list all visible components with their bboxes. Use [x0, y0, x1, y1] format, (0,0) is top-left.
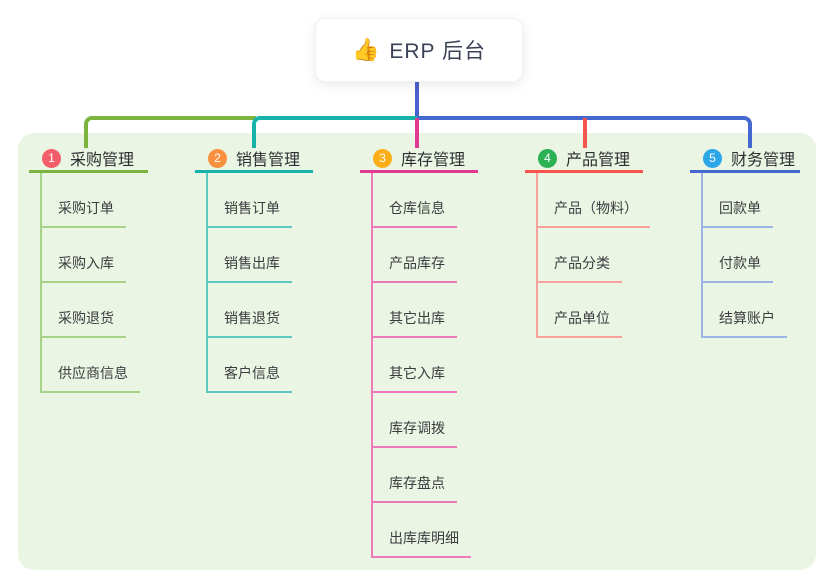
child-connector-line	[206, 173, 208, 393]
child-node-label[interactable]: 其它出库	[371, 308, 457, 338]
branch-children-1: 采购订单采购入库采购退货供应商信息	[40, 173, 140, 393]
child-node-row: 仓库信息	[371, 173, 471, 228]
root-stem-connector	[415, 82, 419, 120]
child-node-row: 供应商信息	[40, 338, 140, 393]
root-node-label: ERP 后台	[389, 40, 487, 63]
child-node-label[interactable]: 销售出库	[206, 253, 292, 283]
branch-number-badge: 2	[208, 148, 227, 168]
child-node-row: 其它出库	[371, 283, 471, 338]
child-node-label[interactable]: 销售订单	[206, 198, 292, 228]
connector-branch-4	[583, 118, 587, 148]
child-node-row: 销售订单	[206, 173, 292, 228]
child-node-label[interactable]: 采购退货	[40, 308, 126, 338]
child-connector-line	[371, 173, 373, 558]
branch-children-3: 仓库信息产品库存其它出库其它入库库存调拨库存盘点出库库明细	[371, 173, 471, 558]
connector-branch-2	[252, 116, 418, 148]
child-node-row: 销售出库	[206, 228, 292, 283]
child-node-label[interactable]: 付款单	[701, 253, 773, 283]
child-node-label[interactable]: 库存调拨	[371, 418, 457, 448]
branches-panel	[18, 133, 816, 570]
child-node-label[interactable]: 回款单	[701, 198, 773, 228]
child-node-row: 库存盘点	[371, 448, 471, 503]
child-node-label[interactable]: 产品库存	[371, 253, 457, 283]
child-node-row: 采购订单	[40, 173, 140, 228]
child-node-label[interactable]: 采购入库	[40, 253, 126, 283]
child-connector-line	[536, 173, 538, 338]
child-node-label[interactable]: 销售退货	[206, 308, 292, 338]
connector-branch-3	[415, 118, 419, 148]
child-node-row: 付款单	[701, 228, 787, 283]
branch-number-badge: 5	[703, 148, 722, 168]
child-node-label[interactable]: 产品分类	[536, 253, 622, 283]
branch-number-badge: 1	[42, 148, 61, 168]
connector-branch-1	[84, 116, 256, 148]
child-node-row: 产品（物料）	[536, 173, 650, 228]
child-node-row: 出库库明细	[371, 503, 471, 558]
child-node-row: 产品单位	[536, 283, 650, 338]
branch-header-5[interactable]: 5 财务管理	[690, 146, 800, 173]
child-node-label[interactable]: 出库库明细	[371, 528, 471, 558]
child-node-row: 库存调拨	[371, 393, 471, 448]
thumbs-up-icon: 👍	[351, 37, 380, 62]
branch-label: 采购管理	[70, 152, 135, 169]
child-node-row: 回款单	[701, 173, 787, 228]
branch-label: 销售管理	[236, 152, 301, 169]
branch-children-2: 销售订单销售出库销售退货客户信息	[206, 173, 292, 393]
child-node-row: 产品库存	[371, 228, 471, 283]
child-node-label[interactable]: 产品单位	[536, 308, 622, 338]
child-node-label[interactable]: 库存盘点	[371, 473, 457, 503]
branch-children-4: 产品（物料） 产品分类产品单位	[536, 173, 650, 338]
child-node-label[interactable]: 其它入库	[371, 363, 457, 393]
branch-header-3[interactable]: 3 库存管理	[360, 146, 478, 173]
child-node-label[interactable]: 结算账户	[701, 308, 787, 338]
child-node-row: 结算账户	[701, 283, 787, 338]
child-connector-line	[40, 173, 42, 393]
branch-number-badge: 4	[538, 148, 557, 168]
child-node-row: 客户信息	[206, 338, 292, 393]
child-node-label[interactable]: 仓库信息	[371, 198, 457, 228]
child-node-row: 产品分类	[536, 228, 650, 283]
child-node-label[interactable]: 客户信息	[206, 363, 292, 393]
branch-header-4[interactable]: 4 产品管理	[525, 146, 643, 173]
branch-header-1[interactable]: 1 采购管理	[29, 146, 148, 173]
root-node[interactable]: 👍 ERP 后台	[315, 18, 523, 82]
branch-label: 库存管理	[401, 152, 466, 169]
child-node-row: 其它入库	[371, 338, 471, 393]
branch-number-badge: 3	[373, 148, 392, 168]
branch-children-5: 回款单付款单结算账户	[701, 173, 787, 338]
child-node-row: 采购入库	[40, 228, 140, 283]
child-node-row: 销售退货	[206, 283, 292, 338]
child-node-row: 采购退货	[40, 283, 140, 338]
branch-header-2[interactable]: 2 销售管理	[195, 146, 313, 173]
branch-label: 财务管理	[731, 152, 796, 169]
child-node-label[interactable]: 供应商信息	[40, 363, 140, 393]
branch-label: 产品管理	[566, 152, 631, 169]
child-node-label[interactable]: 采购订单	[40, 198, 126, 228]
child-node-label[interactable]: 产品（物料）	[536, 198, 650, 228]
child-connector-line	[701, 173, 703, 338]
